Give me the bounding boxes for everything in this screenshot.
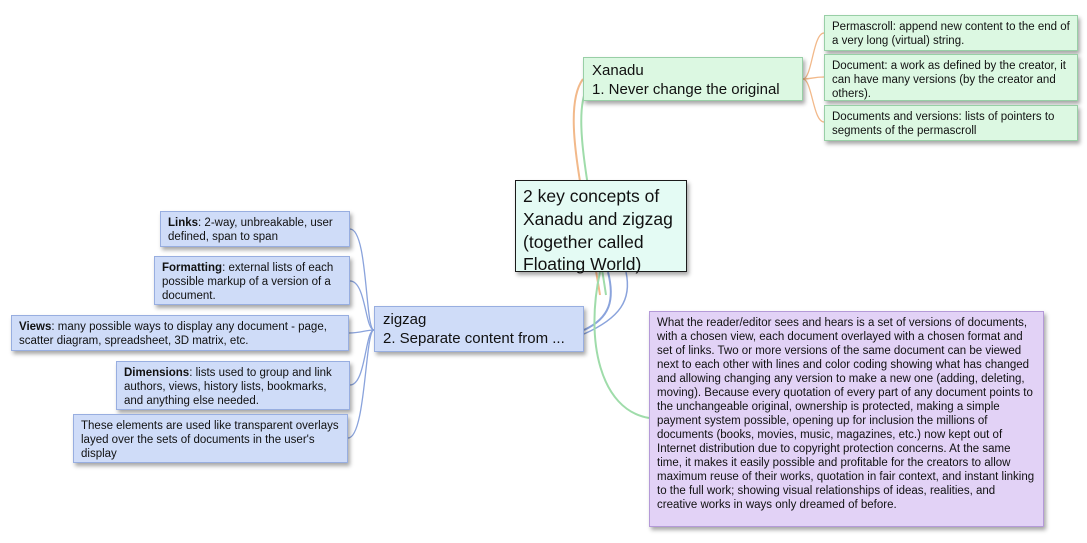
zigzag-child-text: : external lists of each possible markup… bbox=[162, 262, 334, 303]
reader-description-text: What the reader/editor sees and hears is… bbox=[657, 317, 1035, 512]
link-xanadu-child-1 bbox=[802, 32, 825, 80]
zigzag-node[interactable]: zigzag 2. Separate content from ... bbox=[374, 306, 584, 352]
link-zigzag-child-5 bbox=[347, 329, 375, 439]
xanadu-child-text: Document: a work as defined by the creat… bbox=[832, 60, 1066, 101]
link-central-zigzag bbox=[583, 271, 612, 331]
link-xanadu-child-3 bbox=[802, 78, 825, 123]
zigzag-child-bold: Links bbox=[168, 217, 199, 229]
xanadu-child-versions[interactable]: Documents and versions: lists of pointer… bbox=[824, 105, 1078, 141]
link-central-reader bbox=[593, 271, 650, 419]
zigzag-child-text: These elements are used like transparent… bbox=[81, 420, 339, 461]
xanadu-node[interactable]: Xanadu 1. Never change the original bbox=[583, 57, 803, 101]
zigzag-child-formatting[interactable]: Formatting: external lists of each possi… bbox=[154, 256, 350, 305]
zigzag-child-bold: Formatting bbox=[162, 262, 223, 274]
zigzag-child-bold: Dimensions bbox=[124, 367, 190, 379]
zigzag-child-views[interactable]: Views: many possible ways to display any… bbox=[11, 315, 349, 351]
zigzag-child-dimensions[interactable]: Dimensions: lists used to group and link… bbox=[116, 361, 350, 410]
central-topic-text: 2 key concepts of Xanadu and zigzag (tog… bbox=[523, 186, 673, 275]
central-topic[interactable]: 2 key concepts of Xanadu and zigzag (tog… bbox=[515, 180, 687, 275]
reader-description-node[interactable]: What the reader/editor sees and hears is… bbox=[649, 311, 1044, 527]
link-zigzag-child-1 bbox=[349, 228, 375, 331]
xanadu-subtitle: 1. Never change the original bbox=[592, 80, 780, 98]
xanadu-child-text: Documents and versions: lists of pointer… bbox=[832, 111, 1055, 138]
zigzag-child-text: : lists used to group and link authors, … bbox=[124, 367, 332, 408]
link-zigzag-child-3 bbox=[348, 329, 375, 334]
xanadu-child-document[interactable]: Document: a work as defined by the creat… bbox=[824, 54, 1078, 101]
link-xanadu-child-2 bbox=[802, 76, 825, 80]
zigzag-child-links[interactable]: Links: 2-way, unbreakable, user defined,… bbox=[160, 211, 350, 247]
xanadu-child-permascroll[interactable]: Permascroll: append new content to the e… bbox=[824, 15, 1078, 51]
zigzag-child-bold: Views bbox=[19, 321, 52, 333]
zigzag-child-overlays[interactable]: These elements are used like transparent… bbox=[73, 414, 348, 463]
zigzag-child-text: : many possible ways to display any docu… bbox=[19, 321, 327, 348]
zigzag-title: zigzag bbox=[383, 311, 427, 328]
xanadu-child-text: Permascroll: append new content to the e… bbox=[832, 21, 1070, 48]
link-zigzag-child-2 bbox=[349, 280, 375, 331]
zigzag-child-text: : 2-way, unbreakable, user defined, span… bbox=[168, 217, 333, 244]
xanadu-title: Xanadu bbox=[592, 62, 644, 79]
link-central-zigzag-2 bbox=[583, 271, 629, 335]
zigzag-subtitle: 2. Separate content from ... bbox=[383, 329, 565, 347]
